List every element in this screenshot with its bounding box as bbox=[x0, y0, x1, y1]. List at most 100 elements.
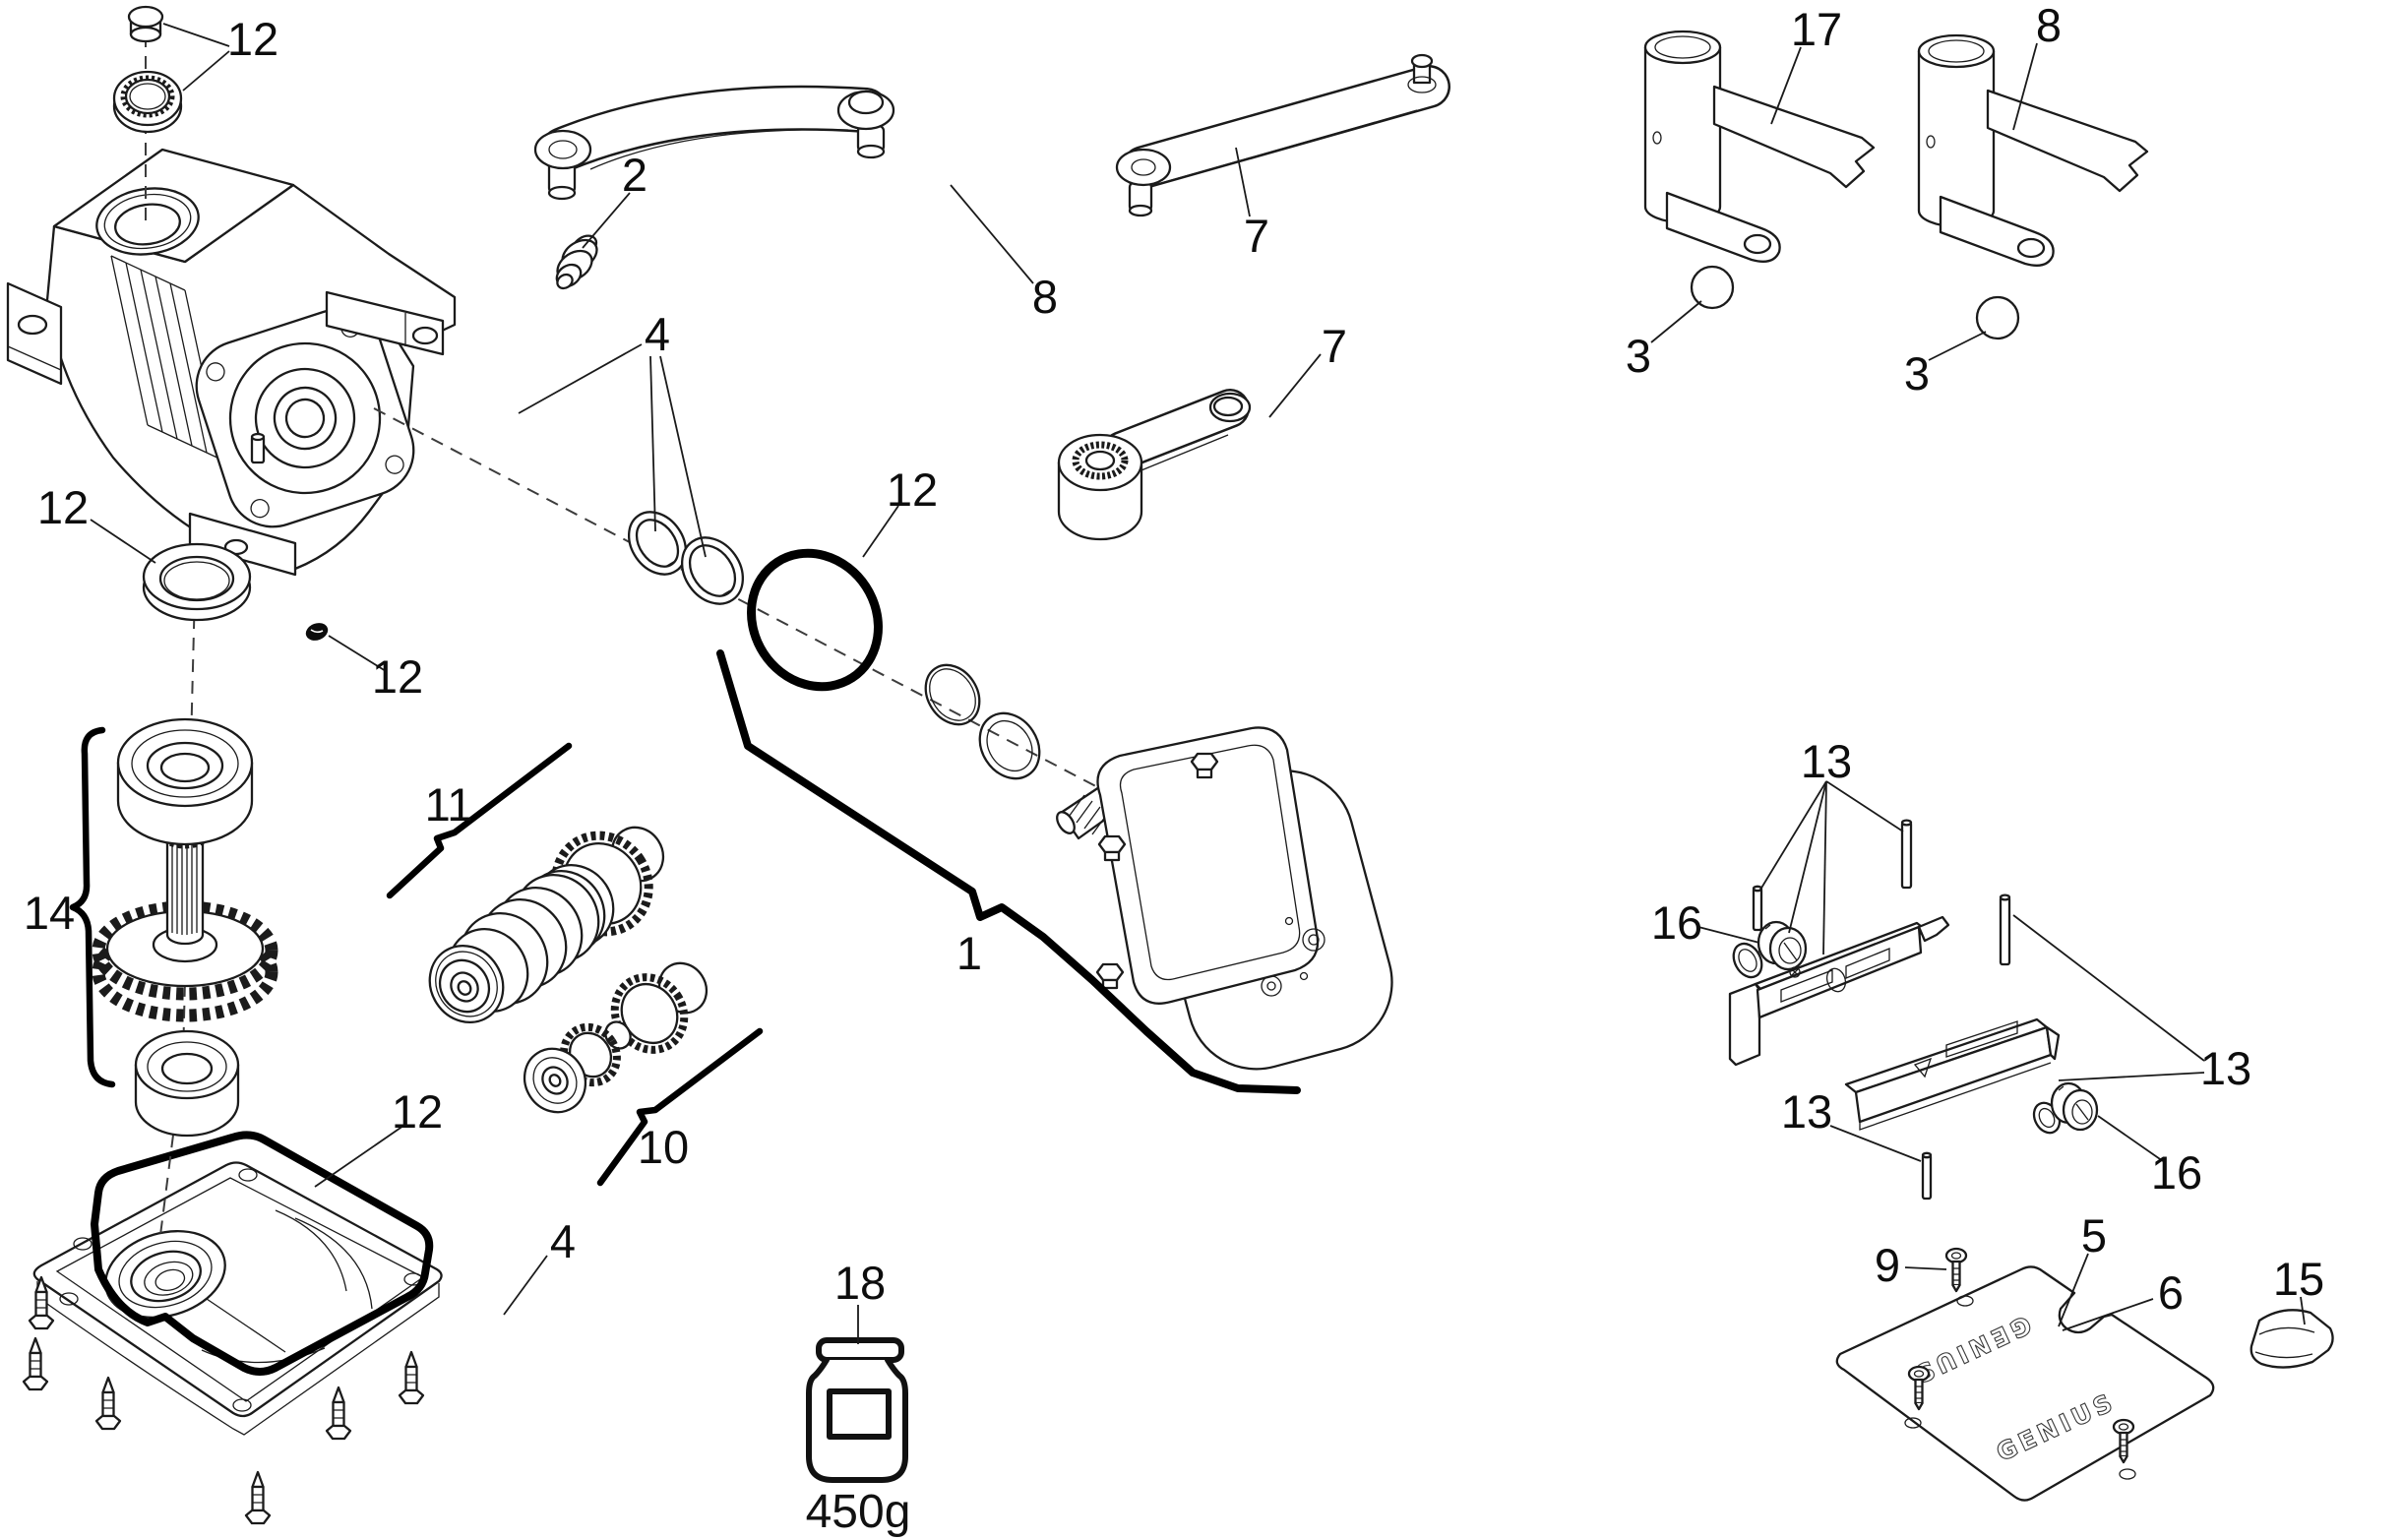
grease-weight-label: 450g bbox=[806, 1486, 911, 1538]
curved-arm-8 bbox=[533, 85, 895, 201]
leader-line-8 bbox=[2012, 42, 2038, 131]
callout-12: 12 bbox=[372, 650, 423, 703]
leader-line-13 bbox=[1825, 780, 1904, 832]
bearing-lower-14 bbox=[134, 1029, 240, 1138]
clutch-assembly-11 bbox=[428, 826, 665, 1024]
callout-8: 8 bbox=[1032, 271, 1058, 323]
callout-7: 7 bbox=[1322, 320, 1347, 372]
leader-line-12 bbox=[162, 23, 230, 47]
brace-14 bbox=[69, 726, 116, 1088]
callout-13: 13 bbox=[2200, 1042, 2251, 1094]
cover-plate-screws-4 bbox=[22, 1275, 425, 1525]
release-rail-lower bbox=[1844, 1017, 2061, 1131]
callout-4: 4 bbox=[645, 308, 670, 360]
callout-12: 12 bbox=[392, 1085, 443, 1138]
washer-rings bbox=[924, 663, 1041, 780]
callout-3: 3 bbox=[1626, 330, 1651, 382]
lock-cylinder-16-lower bbox=[2032, 1081, 2099, 1135]
leader-line-13 bbox=[1759, 780, 1827, 891]
callout-9: 9 bbox=[1875, 1239, 1900, 1291]
leader-line-17 bbox=[1770, 46, 1802, 125]
leader-line-7 bbox=[1268, 353, 1322, 418]
callout-5: 5 bbox=[2081, 1209, 2107, 1262]
leader-line-15 bbox=[2300, 1296, 2306, 1325]
leader-line-16 bbox=[1697, 926, 1760, 944]
plate-screws-9 bbox=[1907, 1247, 2135, 1464]
motor-flange bbox=[1096, 726, 1320, 1005]
straight-arm-7 bbox=[1115, 53, 1450, 217]
lock-cylinder-16-upper bbox=[1732, 920, 1808, 979]
plug-dot-12 bbox=[305, 623, 329, 641]
leader-line-12 bbox=[328, 635, 387, 672]
callout-15: 15 bbox=[2273, 1253, 2324, 1305]
callout-11: 11 bbox=[425, 778, 473, 831]
callout-10: 10 bbox=[638, 1121, 689, 1173]
group-bracket-1 bbox=[716, 649, 1301, 1094]
plug-2 bbox=[555, 234, 598, 290]
leader-line-7 bbox=[1235, 147, 1251, 217]
oval-gaskets-4 bbox=[627, 511, 745, 605]
bracket-line-10 bbox=[596, 1027, 764, 1187]
splined-ring-12 bbox=[112, 70, 183, 134]
bracket-8 bbox=[1917, 33, 2149, 267]
bearing-upper-14 bbox=[116, 717, 254, 846]
leader-line-6 bbox=[2062, 1298, 2154, 1331]
callout-12: 12 bbox=[37, 481, 89, 533]
bracket-line-11 bbox=[386, 742, 573, 899]
o-ring-12 bbox=[747, 548, 883, 692]
centerline-worm-axis bbox=[373, 407, 1108, 793]
grease-weight-18: 450g bbox=[806, 1337, 911, 1538]
callout-17: 17 bbox=[1791, 3, 1842, 55]
cap-12 bbox=[127, 5, 164, 43]
gearbox-housing bbox=[6, 148, 457, 577]
lever-arm-7 bbox=[1057, 389, 1252, 541]
callout-4: 4 bbox=[550, 1215, 576, 1267]
branded-cover-plate-5-6: GENIUS GENIUS bbox=[1835, 1265, 2215, 1502]
callout-1: 1 bbox=[956, 927, 982, 979]
callout-16: 16 bbox=[1651, 896, 1702, 949]
bottom-cover-plate-4 bbox=[32, 1161, 443, 1436]
callout-8: 8 bbox=[2036, 0, 2062, 51]
leader-line-4 bbox=[649, 355, 656, 532]
callout-7: 7 bbox=[1244, 210, 1269, 262]
callout-12: 12 bbox=[887, 463, 938, 516]
leader-line-4 bbox=[503, 1255, 548, 1316]
leader-line-5 bbox=[2058, 1253, 2089, 1327]
callout-16: 16 bbox=[2151, 1146, 2202, 1199]
callout-2: 2 bbox=[622, 149, 647, 201]
leader-line-13 bbox=[2058, 1072, 2205, 1081]
ball-3-right bbox=[1975, 295, 2020, 340]
leader-line-12 bbox=[862, 505, 899, 558]
callout-6: 6 bbox=[2158, 1266, 2184, 1319]
callout-13: 13 bbox=[1781, 1085, 1832, 1138]
callout-12: 12 bbox=[227, 13, 278, 65]
leader-line-2 bbox=[582, 192, 631, 249]
leader-line-16 bbox=[2097, 1115, 2164, 1162]
pins-13 bbox=[1752, 819, 2011, 1201]
motor-face-details bbox=[1261, 916, 1325, 997]
seal-ring-12 bbox=[142, 542, 252, 622]
leader-line-3 bbox=[1650, 300, 1702, 343]
ball-3-left bbox=[1690, 265, 1735, 310]
leader-line-13 bbox=[1788, 780, 1827, 934]
leader-line-4 bbox=[659, 355, 707, 558]
motor-1 bbox=[1056, 726, 1393, 1071]
double-gear-10 bbox=[523, 961, 709, 1114]
callout-3: 3 bbox=[1904, 347, 1930, 400]
leader-line-12 bbox=[314, 1125, 404, 1188]
leader-line-9 bbox=[1904, 1266, 1947, 1270]
callout-13: 13 bbox=[1801, 735, 1852, 787]
bracket-17 bbox=[1643, 30, 1876, 263]
callout-14: 14 bbox=[24, 887, 75, 939]
cover-cap-15 bbox=[2250, 1309, 2334, 1369]
leader-line-3 bbox=[1928, 331, 1987, 361]
leader-line-4 bbox=[518, 343, 643, 414]
flange-bolts bbox=[1095, 752, 1219, 990]
leader-line-13 bbox=[1822, 780, 1827, 955]
leader-line-12 bbox=[182, 50, 230, 92]
leader-line-13 bbox=[2012, 914, 2205, 1062]
leader-line-12 bbox=[90, 519, 156, 564]
cover-gasket-12 bbox=[91, 1131, 434, 1376]
